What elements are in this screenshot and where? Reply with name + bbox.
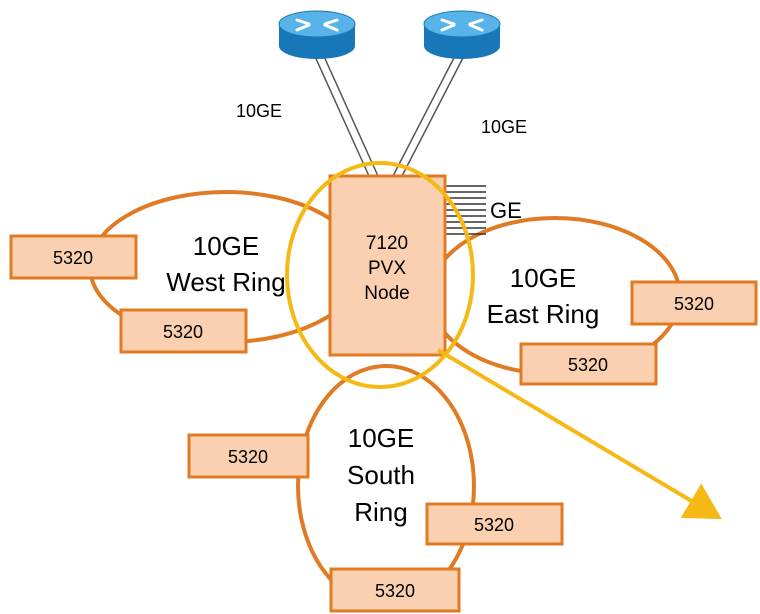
east-ring-label-line1: 10GE (510, 263, 577, 293)
west-ring-label-line1: 10GE (193, 231, 260, 261)
device-label: 5320 (474, 515, 514, 535)
south-ring-label-line2: South (347, 460, 415, 490)
west-ring-label-line2: West Ring (166, 267, 285, 297)
south-ring-label-line3: Ring (354, 497, 407, 527)
ge-ports-icon (446, 185, 486, 235)
pvx-node-box (328, 174, 447, 357)
router-icon (278, 10, 356, 59)
uplink-label-right: 10GE (481, 117, 527, 137)
device-west-bottom: 5320 (119, 308, 248, 354)
device-label: 5320 (674, 294, 714, 314)
device-south-right: 5320 (425, 502, 564, 546)
router-icon (423, 10, 501, 59)
pvx-node-line3: Node (364, 283, 409, 304)
device-label: 5320 (228, 447, 268, 467)
south-ring-label-line1: 10GE (348, 423, 415, 453)
highlight-arrow (436, 348, 722, 520)
device-south-bottom: 5320 (329, 567, 461, 613)
pvx-node-line2: PVX (368, 258, 406, 279)
east-ring-label-line2: East Ring (487, 299, 600, 329)
pvx-node-line1: 7120 (366, 233, 408, 254)
uplink-lines (312, 51, 467, 177)
device-label: 5320 (375, 581, 415, 601)
device-east-bottom: 5320 (519, 342, 658, 386)
device-east-top: 5320 (630, 280, 758, 326)
ge-label: GE (490, 198, 522, 223)
device-label: 5320 (53, 248, 93, 268)
uplink-label-left: 10GE (236, 101, 282, 121)
highlight-ellipse (285, 161, 475, 389)
device-label: 5320 (568, 355, 608, 375)
device-label: 5320 (163, 322, 203, 342)
device-west-top: 5320 (9, 234, 138, 280)
device-south-left: 5320 (187, 433, 310, 479)
